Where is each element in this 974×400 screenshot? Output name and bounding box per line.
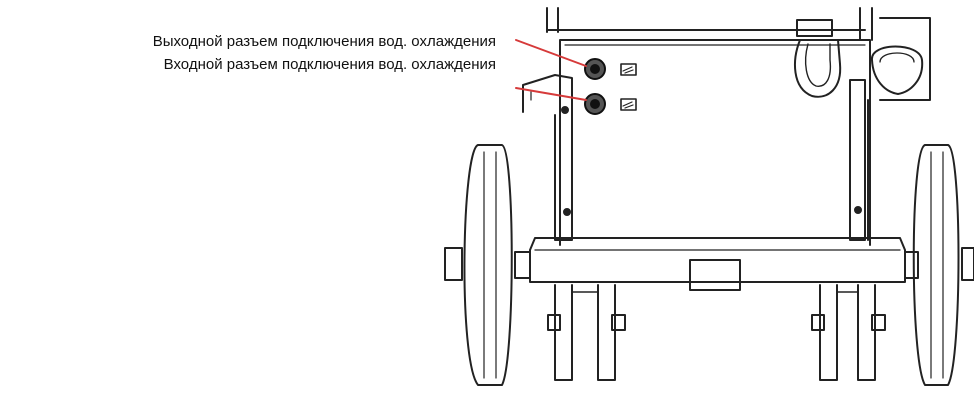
top-hook bbox=[794, 39, 842, 98]
caster-right-a bbox=[819, 284, 838, 381]
cable-clamp bbox=[870, 45, 924, 95]
axle-hub-left bbox=[514, 251, 531, 279]
frame-rail-left bbox=[546, 7, 559, 33]
inlet-leader-line bbox=[515, 87, 587, 101]
big-wheel-right-cap bbox=[961, 247, 974, 281]
caster-left-a bbox=[554, 284, 573, 381]
outlet-connector-label: Выходной разъем подключения вод. охлажде… bbox=[152, 33, 496, 50]
outlet-leader-line bbox=[515, 39, 587, 67]
bolt-left-lower bbox=[563, 208, 571, 216]
frame-rail-right bbox=[859, 7, 873, 41]
axle-beam bbox=[529, 237, 906, 283]
inlet-connector-symbol bbox=[620, 98, 637, 111]
bolt-right-lower bbox=[854, 206, 862, 214]
axle-hub-right bbox=[904, 251, 919, 279]
big-wheel-left bbox=[463, 144, 513, 386]
outlet-connector-symbol bbox=[620, 63, 637, 76]
bolt-left-upper bbox=[561, 106, 569, 114]
left-side-plate bbox=[522, 74, 573, 241]
caster-right-b bbox=[857, 284, 876, 381]
caster-left-b bbox=[597, 284, 616, 381]
top-hook-inner bbox=[804, 43, 832, 87]
right-side-plate bbox=[849, 79, 866, 241]
big-wheel-right bbox=[912, 144, 960, 386]
cable-clamp-inner bbox=[879, 52, 915, 63]
body-panel bbox=[559, 39, 871, 246]
inlet-connector-label: Входной разъем подключения вод. охлажден… bbox=[163, 56, 496, 73]
right-upper-box bbox=[879, 17, 931, 101]
big-wheel-left-cap bbox=[444, 247, 463, 281]
axle-bracket bbox=[689, 259, 741, 291]
top-handle bbox=[796, 19, 833, 37]
